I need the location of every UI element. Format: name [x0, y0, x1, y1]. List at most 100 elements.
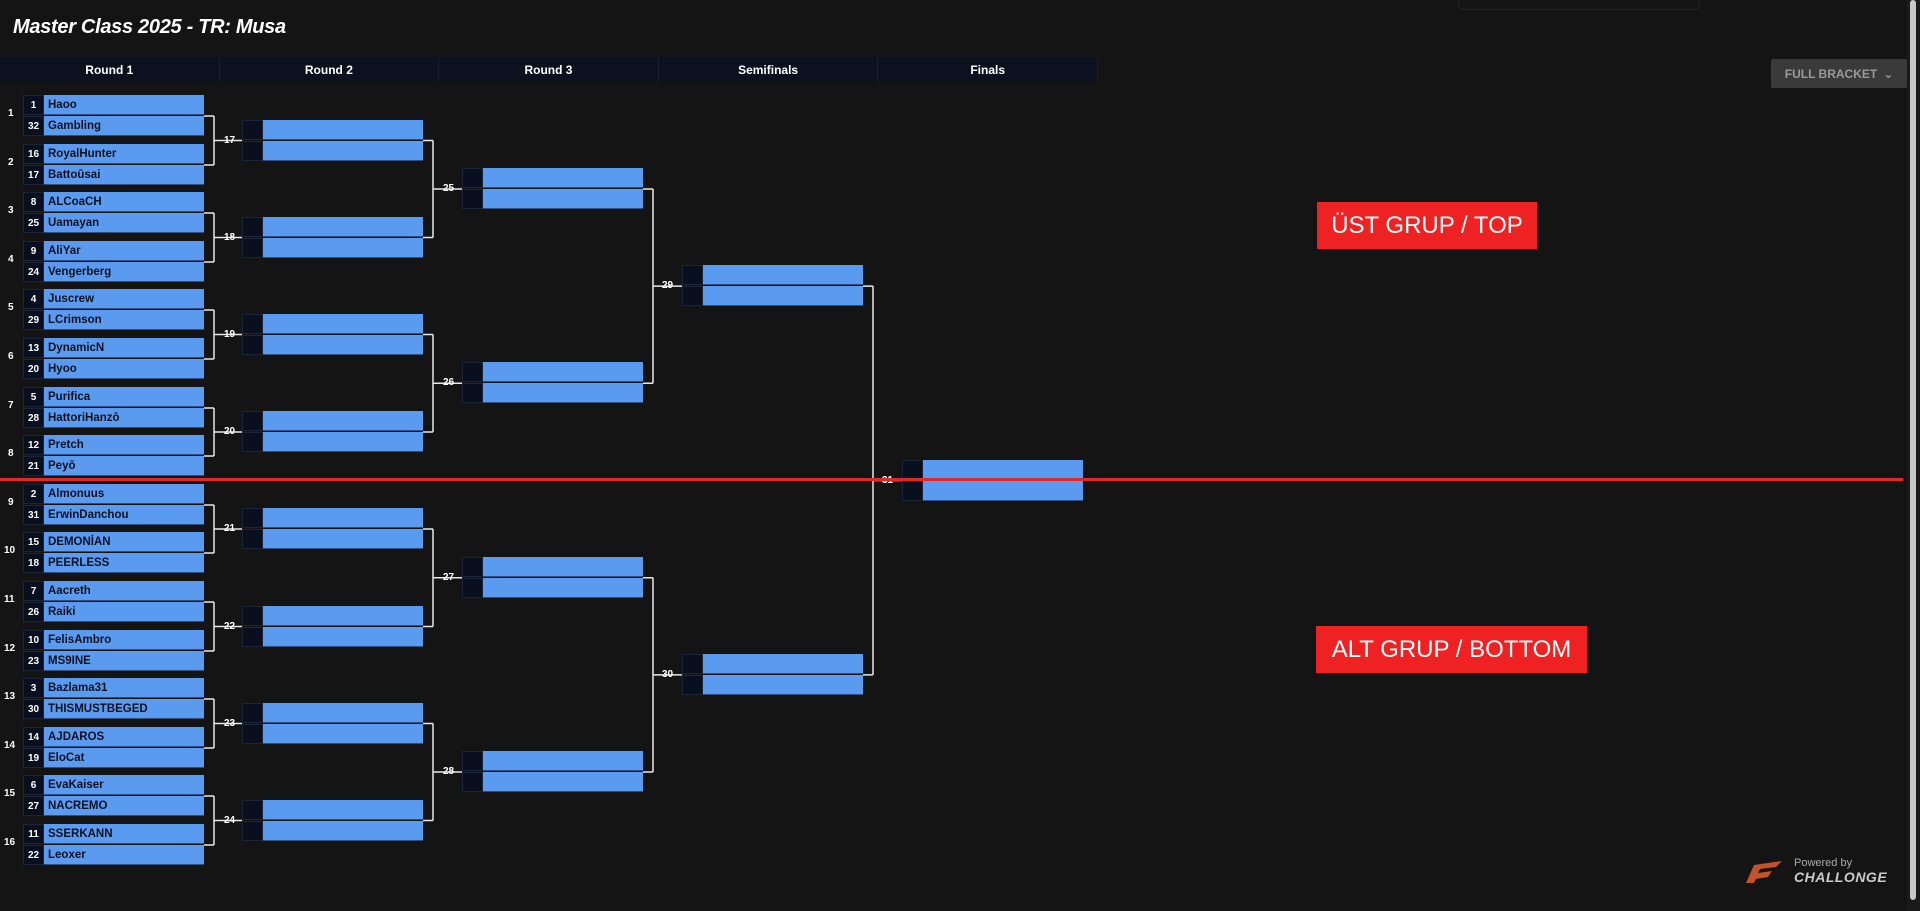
player-slot[interactable]: [462, 578, 643, 598]
player-name: ALCoaCH: [44, 192, 204, 212]
player-slot[interactable]: [242, 432, 423, 452]
player-slot[interactable]: [242, 314, 423, 334]
player-slot[interactable]: [242, 217, 423, 237]
player-slot[interactable]: [462, 383, 643, 403]
player-slot[interactable]: [462, 189, 643, 209]
match-round2-21[interactable]: [242, 508, 423, 550]
player-slot[interactable]: [462, 772, 643, 792]
player-slot[interactable]: [242, 800, 423, 820]
player-slot[interactable]: [242, 508, 423, 528]
player-slot[interactable]: [242, 821, 423, 841]
match-round2-23[interactable]: [242, 703, 423, 745]
match-round3-27[interactable]: [462, 557, 643, 599]
player-slot[interactable]: [242, 627, 423, 647]
player-slot[interactable]: [462, 557, 643, 577]
match-round3-25[interactable]: [462, 168, 643, 210]
player-slot[interactable]: [462, 362, 643, 382]
player-name: ErwinDanchou: [44, 505, 204, 525]
player-slot[interactable]: [682, 286, 863, 306]
player-slot[interactable]: [242, 606, 423, 626]
player-slot[interactable]: [902, 460, 1083, 480]
match-round2-18[interactable]: [242, 217, 423, 259]
match-round3-26[interactable]: [462, 362, 643, 404]
player-slot[interactable]: [242, 724, 423, 744]
player-slot[interactable]: [682, 265, 863, 285]
match-round2-20[interactable]: [242, 411, 423, 453]
match-semifinals-29[interactable]: [682, 265, 863, 307]
full-bracket-dropdown[interactable]: FULL BRACKET ⌄: [1771, 59, 1907, 88]
player-slot[interactable]: [242, 120, 423, 140]
match-round2-22[interactable]: [242, 606, 423, 648]
player-slot[interactable]: [462, 751, 643, 771]
player-slot[interactable]: [242, 529, 423, 549]
player-slot[interactable]: [242, 703, 423, 723]
match-round3-28[interactable]: [462, 751, 643, 793]
powered-by-challonge[interactable]: Powered by CHALLONGE: [1742, 857, 1887, 885]
player-slot[interactable]: [682, 654, 863, 674]
match-round2-24[interactable]: [242, 800, 423, 842]
match-round2-19[interactable]: [242, 314, 423, 356]
scrollbar-thumb[interactable]: [1910, 0, 1916, 900]
player-slot[interactable]: [682, 675, 863, 695]
player-slot[interactable]: [242, 335, 423, 355]
seed-number: [242, 238, 263, 258]
match-finals-31[interactable]: [902, 460, 1083, 502]
player-slot[interactable]: [242, 238, 423, 258]
player-slot[interactable]: [902, 481, 1083, 501]
player-slot[interactable]: [242, 141, 423, 161]
match-round2-17[interactable]: [242, 120, 423, 162]
player-slot[interactable]: [462, 168, 643, 188]
player-slot[interactable]: [242, 411, 423, 431]
player-name: Almonuus: [44, 484, 204, 504]
match-semifinals-30[interactable]: [682, 654, 863, 696]
